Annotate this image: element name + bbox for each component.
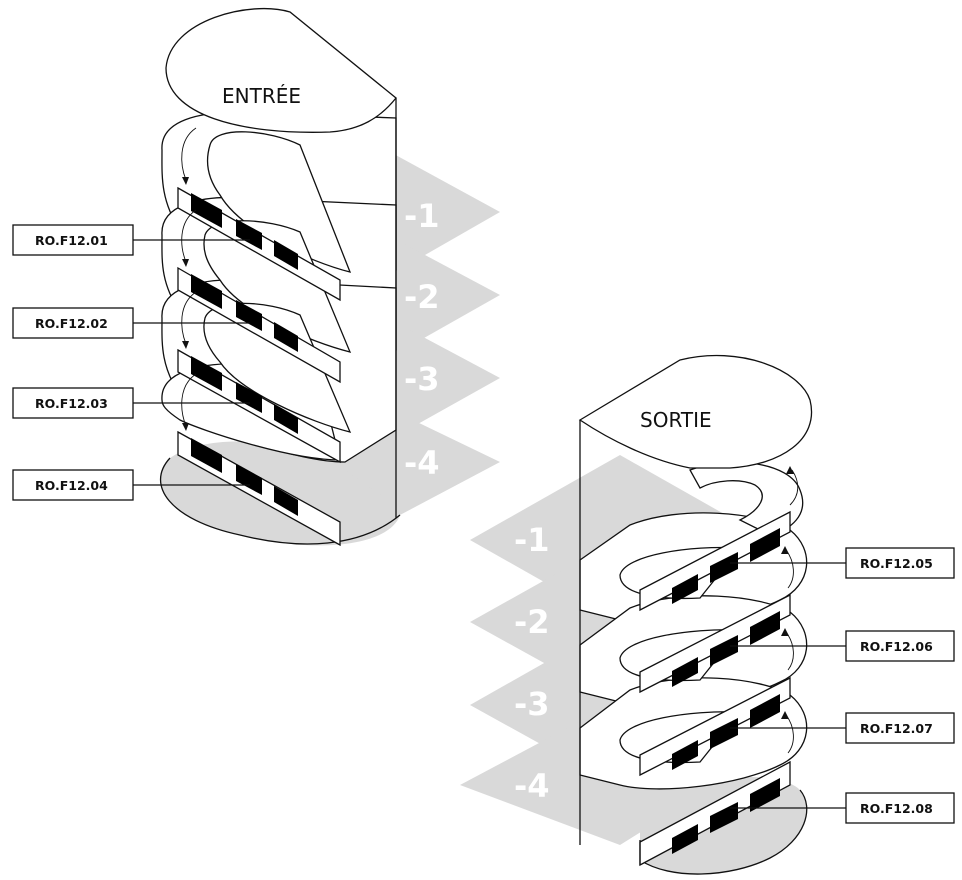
- entrance-title: ENTRÉE: [222, 84, 301, 108]
- callout-box: [12, 307, 134, 339]
- equipment-label: RO.F12.08: [860, 801, 933, 816]
- entrance-gates: [191, 193, 298, 516]
- equipment-label: RO.F12.05: [860, 556, 933, 571]
- exit-level-label: -2: [514, 603, 550, 641]
- entrance-level-label: -2: [404, 278, 440, 316]
- entrance-level-label: -1: [404, 197, 440, 235]
- callout-box: [12, 387, 134, 419]
- entrance-tower: -1 -2 -3 -4: [12, 8, 500, 547]
- exit-title: SORTIE: [640, 408, 712, 432]
- exit-callouts: RO.F12.05 RO.F12.06 RO.F12.07 RO.F12.08: [730, 547, 955, 824]
- callout-box: [845, 712, 955, 744]
- equipment-label: RO.F12.06: [860, 639, 933, 654]
- callout-box: [845, 630, 955, 662]
- callout-box: [12, 469, 134, 501]
- callout-box: [845, 547, 955, 579]
- exit-level-label: -3: [514, 685, 550, 723]
- exit-level-label: -4: [514, 767, 550, 805]
- exit-tower: -1 -2 -3 -4: [460, 354, 955, 875]
- exit-cap: [578, 354, 813, 469]
- entrance-level-label: -3: [404, 360, 440, 398]
- equipment-label: RO.F12.01: [35, 233, 108, 248]
- entrance-arrows: [181, 127, 197, 431]
- callout-box: [845, 792, 955, 824]
- equipment-label: RO.F12.03: [35, 396, 108, 411]
- entrance-callouts: RO.F12.01 RO.F12.02 RO.F12.03 RO.F12.04: [12, 224, 250, 501]
- exit-level-label: -1: [514, 521, 550, 559]
- exit-gates: [672, 528, 780, 854]
- equipment-label: RO.F12.02: [35, 316, 108, 331]
- entrance-level-label: -4: [404, 444, 440, 482]
- entrance-cap: [165, 8, 397, 133]
- exit-arrows: [781, 466, 799, 754]
- callout-box: [12, 224, 134, 256]
- equipment-label: RO.F12.07: [860, 721, 933, 736]
- equipment-label: RO.F12.04: [35, 478, 108, 493]
